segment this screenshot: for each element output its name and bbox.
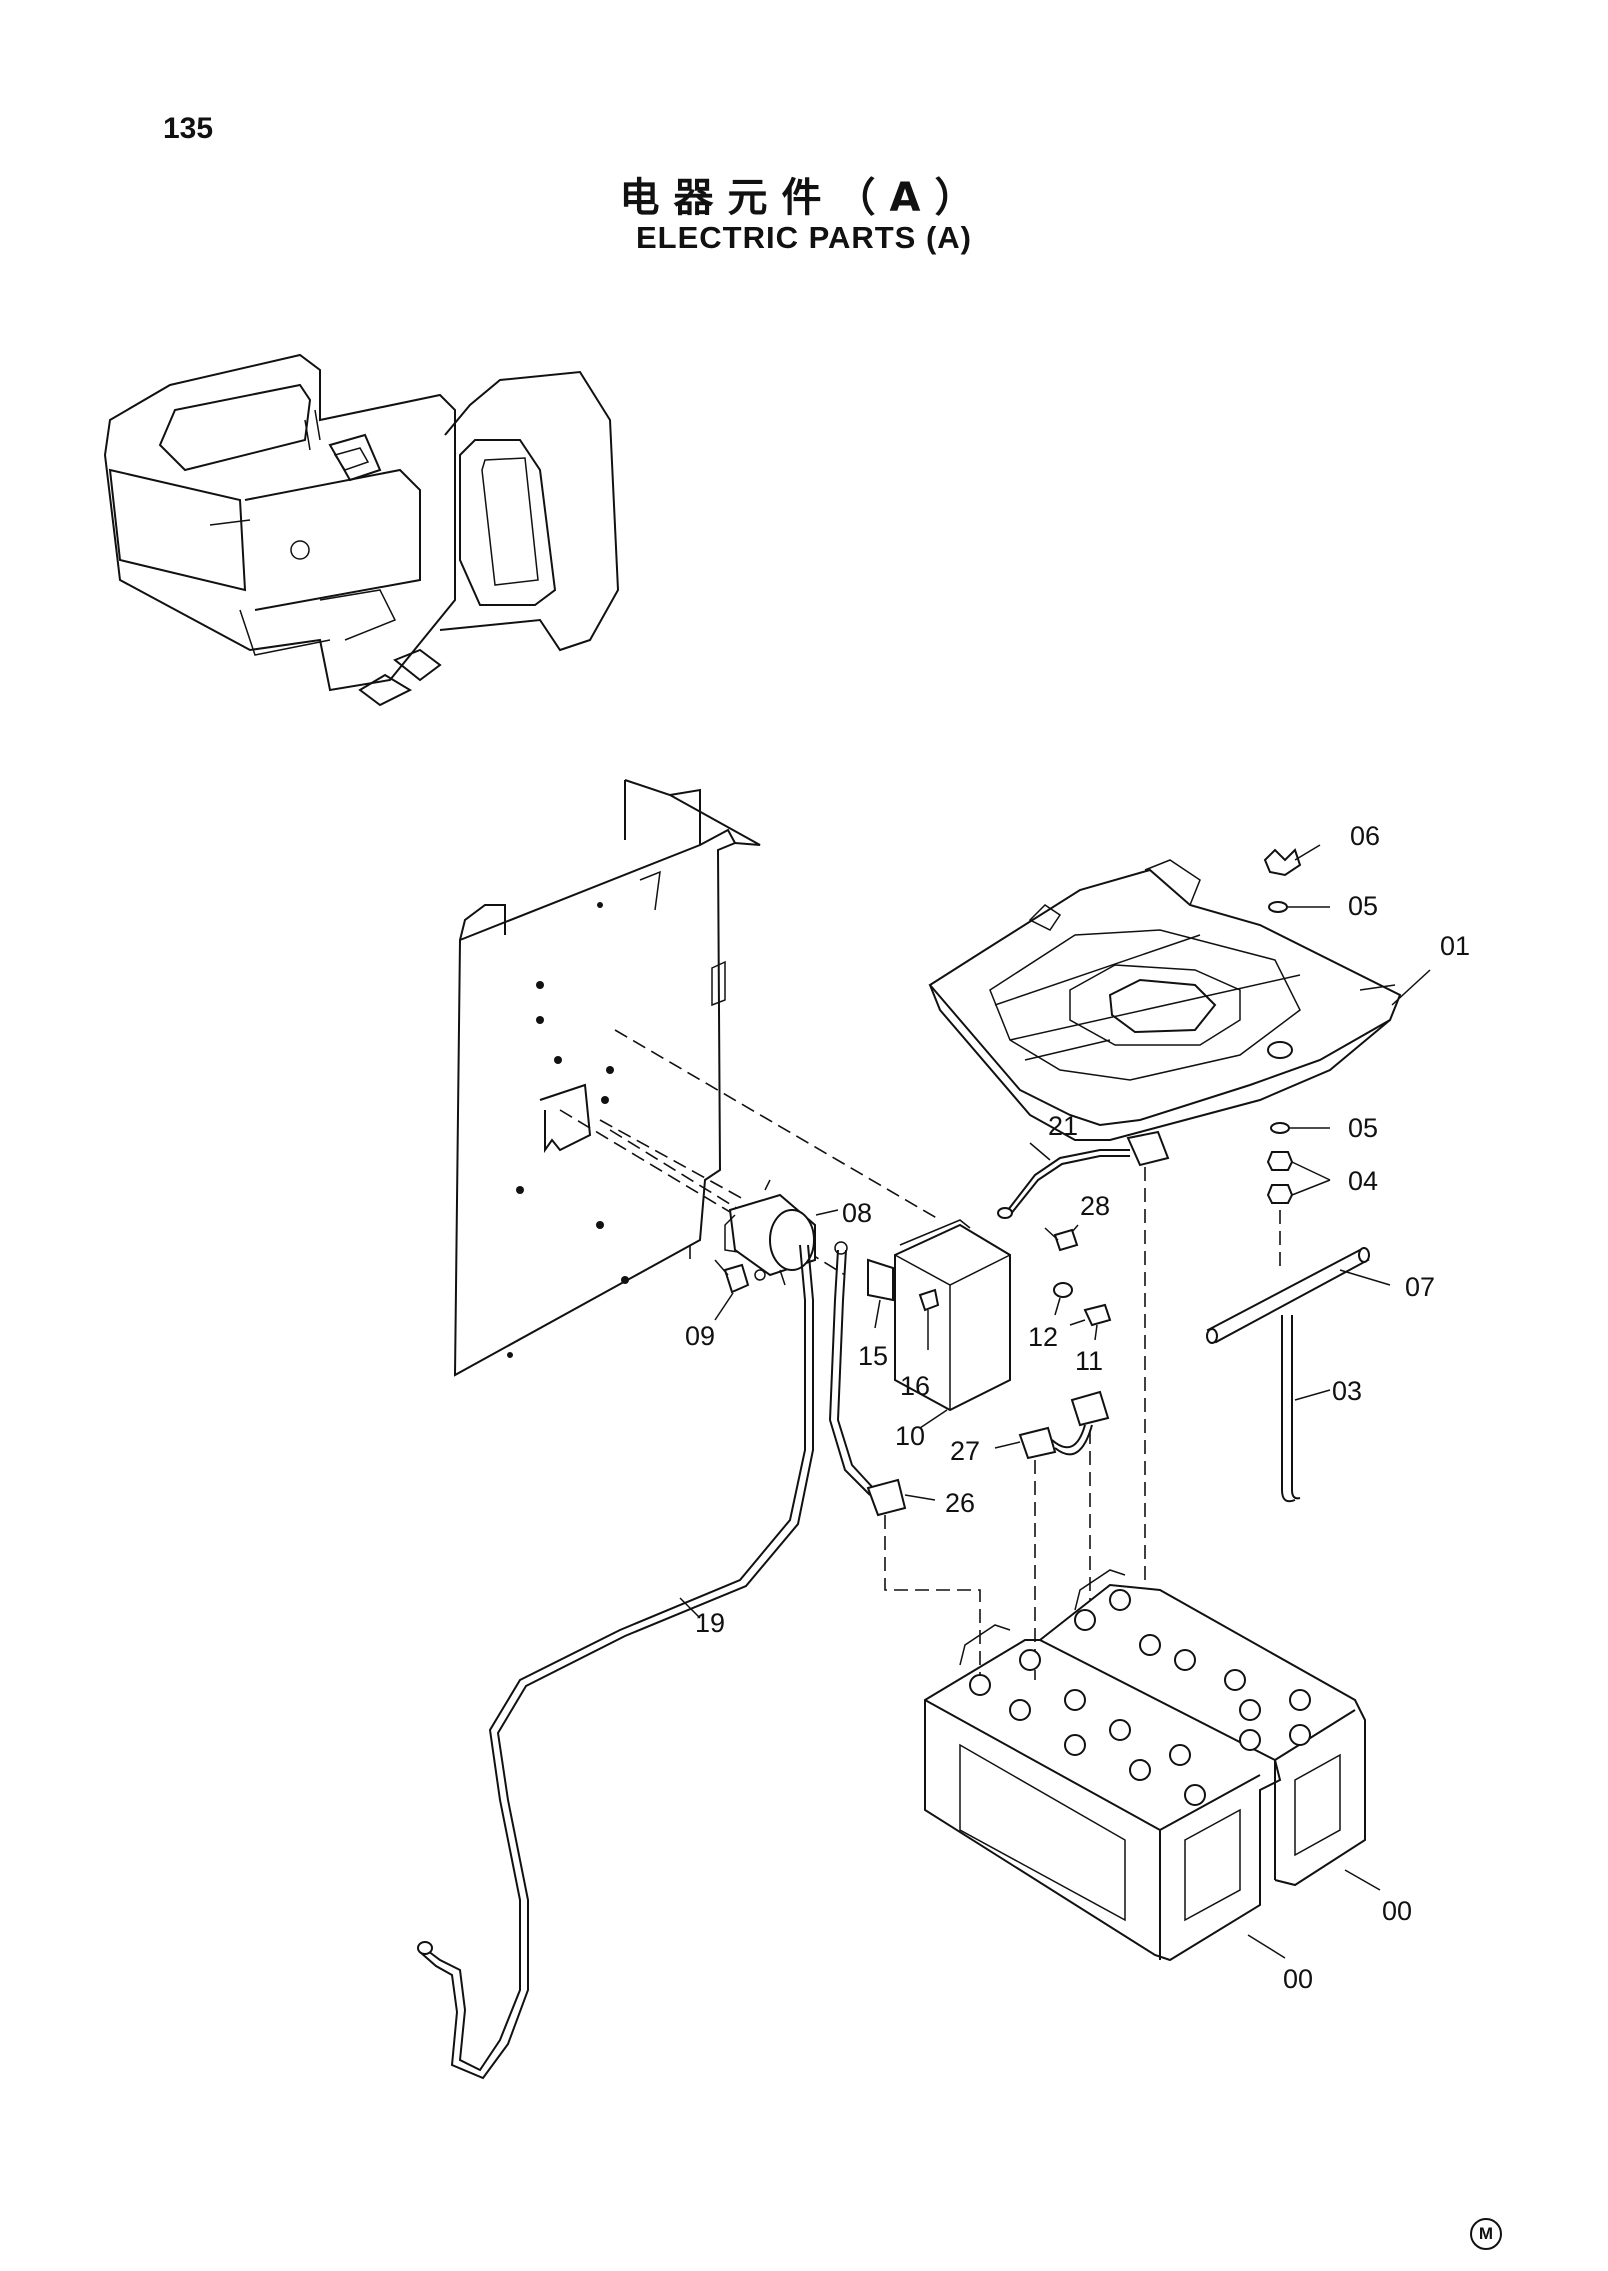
callout-11: 11 (1075, 1346, 1103, 1376)
callout-05-bottom: 05 (1348, 1113, 1378, 1143)
callout-15: 15 (858, 1341, 888, 1371)
callout-09: 09 (685, 1321, 715, 1351)
callout-21: 21 (1048, 1111, 1078, 1141)
callout-06: 06 (1350, 821, 1380, 851)
ground-cable-19 (419, 1244, 814, 2080)
fuse-part (867, 1258, 894, 1302)
page-number: 135 (163, 112, 214, 145)
washer-part (1053, 1282, 1073, 1298)
callout-04: 04 (1348, 1166, 1378, 1196)
callout-01: 01 (1440, 931, 1470, 961)
machine-overview (103, 353, 620, 707)
corner-mark: M (1470, 2218, 1502, 2250)
callout-19: 19 (695, 1608, 725, 1638)
screw-part (918, 1288, 940, 1312)
hook-bolt (1281, 1315, 1301, 1503)
nut-part (1266, 1151, 1294, 1171)
battery-bracket-rod (1206, 1247, 1370, 1344)
mounting-panel (453, 779, 761, 1377)
callout-07: 07 (1405, 1272, 1435, 1302)
title-chinese: 电器元件（A） (619, 175, 989, 221)
callout-10: 10 (895, 1421, 925, 1451)
callout-00-front: 00 (1283, 1964, 1313, 1994)
battery-cable-26 (828, 1241, 907, 1517)
battery-relay (724, 1179, 816, 1286)
callout-08: 08 (842, 1198, 872, 1228)
battery-cable-21 (1007, 1149, 1130, 1216)
callout-12: 12 (1028, 1322, 1058, 1352)
wing-nut-part (1263, 848, 1302, 877)
callout-05-top: 05 (1348, 891, 1378, 921)
battery-terminals (969, 1589, 1311, 1806)
battery-rear (1039, 1569, 1366, 1887)
battery-cover (928, 859, 1402, 1141)
callout-16: 16 (900, 1371, 930, 1401)
callout-03: 03 (1332, 1376, 1362, 1406)
battery-cable-27 (1018, 1390, 1110, 1460)
battery-front (924, 1624, 1282, 1962)
callout-00-rear: 00 (1382, 1896, 1412, 1926)
callout-26: 26 (945, 1488, 975, 1518)
title-english: ELECTRIC PARTS (A) (635, 220, 973, 255)
callout-28: 28 (1080, 1191, 1110, 1221)
controller-box (894, 1219, 1011, 1412)
bolt-part (723, 1263, 750, 1294)
callout-27: 27 (950, 1436, 980, 1466)
